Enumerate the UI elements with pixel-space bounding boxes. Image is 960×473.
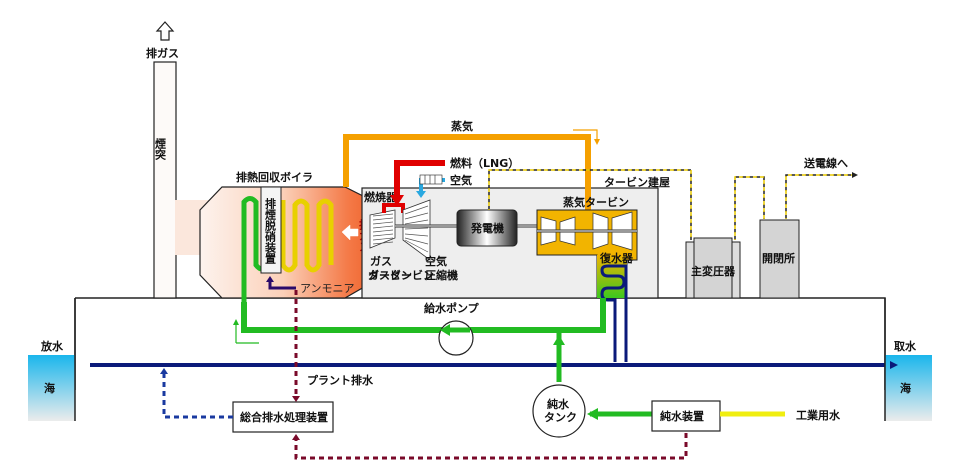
- feedwater-pump-label: 給水ポンプ: [424, 301, 480, 315]
- fuel-label: 燃料（LNG）: [449, 156, 519, 170]
- small-return-arrow-icon: [235, 323, 259, 344]
- plant-boundary: [74, 297, 886, 390]
- gas-turbine-label-1: ガス: [370, 254, 392, 268]
- to-transmission-label: 送電線へ: [803, 156, 848, 170]
- treated-water-discharge-line: [162, 372, 233, 419]
- wastewater-treatment-unit: [232, 401, 334, 433]
- turbine-building-label: タービン建屋: [604, 175, 670, 189]
- ammonia-line: [268, 280, 296, 290]
- fuel-line: [394, 160, 445, 198]
- gas-turbine-label-2: タービン: [368, 268, 412, 282]
- air-compressor: [402, 199, 431, 261]
- exhaust-left-arrow-icon: [341, 224, 359, 241]
- feedwater-pump-arrow-icon: [440, 324, 450, 336]
- exhaust-up-arrow-icon: [155, 21, 175, 41]
- sea-right-label: 海: [900, 381, 911, 395]
- hrsg-label: 排熱回収ボイラ: [236, 170, 313, 184]
- gas-turbine-label: ガスタービン: [368, 268, 434, 282]
- air-compressor-label-1: 空気: [425, 254, 447, 268]
- main-transformer: [685, 237, 741, 299]
- generator-label: 発電機: [470, 221, 504, 235]
- intake-label: 取水: [894, 339, 917, 353]
- pure-water-device-label: 純水装置: [660, 409, 704, 423]
- pure-water-tank: [532, 384, 586, 438]
- pure-water-tank-label-2: タンク: [544, 411, 577, 424]
- ammonia-label: アンモニア: [300, 282, 355, 295]
- air-compressor-label-2: 圧縮機: [425, 268, 458, 282]
- feedwater-line: [241, 298, 606, 333]
- air-intake-filter: [419, 174, 443, 185]
- steam-turbine-label: 蒸気タービン: [563, 195, 629, 209]
- denox-label: 排煙脱硝装置: [264, 197, 278, 264]
- feedwater-pump: [438, 320, 474, 356]
- steam-coil: [280, 198, 334, 273]
- sea-left: [28, 355, 75, 421]
- combustor-label: 燃焼器: [363, 190, 398, 204]
- plant-wastewater-label: プラント排水: [307, 373, 374, 387]
- switchyard: [759, 219, 800, 299]
- pure-water-device: [651, 400, 721, 432]
- condenser-coil: [600, 264, 628, 362]
- pure-water-wastewater-line: [294, 431, 688, 460]
- air-label: 空気: [450, 173, 472, 187]
- stack-label: 煙突: [154, 137, 167, 161]
- discharge-label: 放水: [40, 339, 64, 353]
- sea-left-label: 海: [44, 381, 55, 395]
- steam-line: [343, 134, 591, 210]
- switchyard-label: 開閉所: [762, 251, 795, 265]
- denox-unit: [260, 186, 282, 274]
- electric-lines: [488, 169, 852, 240]
- pure-water-tank-label-1: 純水: [547, 397, 570, 411]
- condenser-label: 復水器: [599, 251, 634, 265]
- main-transformer-label: 主変圧器: [691, 264, 736, 278]
- steam-label: 蒸気: [451, 119, 473, 133]
- generator: [456, 209, 518, 247]
- exhaust-gas-label: 排ガス: [146, 46, 179, 60]
- steam-flow-arrow-icon: [573, 129, 598, 140]
- industrial-water-label: 工業用水: [796, 408, 841, 422]
- wastewater-treatment-label: 総合排水処理装置: [240, 410, 328, 424]
- gas-turbine: [369, 203, 405, 249]
